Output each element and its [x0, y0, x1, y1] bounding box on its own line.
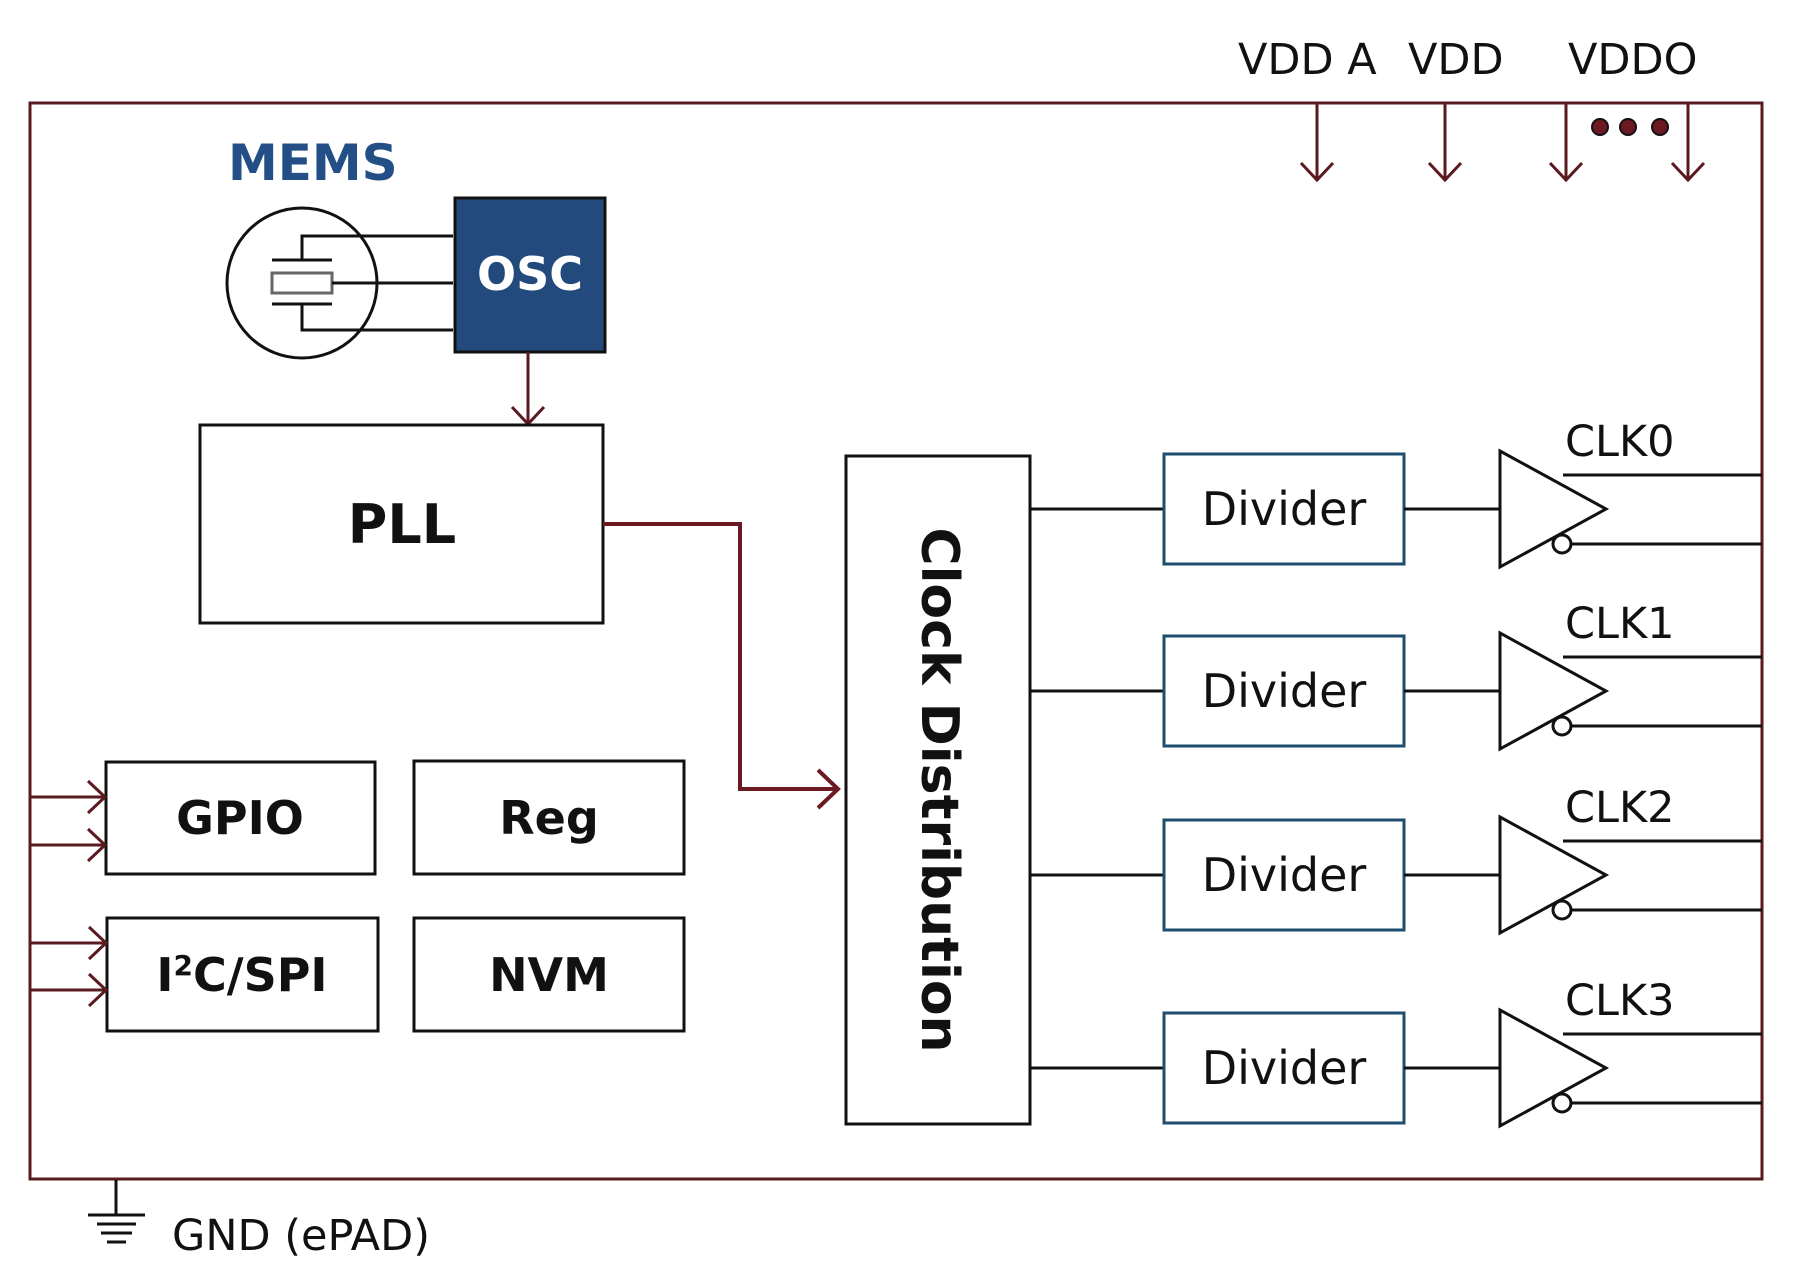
- mems-resonator-icon: [225, 206, 453, 360]
- power-label-vdda: VDD A: [1238, 35, 1377, 85]
- gpio-label: GPIO: [176, 791, 304, 845]
- i2c-prefix: I: [156, 948, 173, 1002]
- clk-label: CLK2: [1565, 783, 1675, 833]
- osc-block: [453, 196, 607, 354]
- nvm-block: [412, 916, 686, 1033]
- power-arrows: [1299, 103, 1706, 183]
- output-row: Divider CLK1: [1030, 599, 1762, 752]
- differential-buffer-icon: [1498, 630, 1610, 752]
- output-rows: DividerCLK0DividerCLK1DividerCLK2Divider…: [1030, 417, 1762, 1129]
- divider-block: [1162, 634, 1406, 748]
- clock-distribution-block: [844, 454, 1032, 1126]
- divider-label: Divider: [1202, 1041, 1367, 1095]
- differential-buffer-icon: [1498, 814, 1610, 936]
- clk-label: CLK0: [1565, 417, 1675, 467]
- inversion-bubble-icon: [1551, 1092, 1573, 1114]
- i2c-spi-block: [105, 916, 380, 1033]
- inversion-bubble-icon: [1551, 533, 1573, 555]
- power-arrow-vddo-n-icon: [1670, 103, 1706, 183]
- power-arrow-vdd-icon: [1427, 103, 1463, 183]
- osc-label: OSC: [477, 247, 583, 301]
- gpio-block: [104, 760, 377, 876]
- ground-label: GND (ePAD): [172, 1211, 430, 1261]
- chip-boundary: [28, 101, 1764, 1181]
- pll-output-path: [603, 522, 841, 810]
- clk-label: CLK3: [1565, 976, 1675, 1026]
- control-input-arrows: [30, 779, 109, 1008]
- inversion-bubble-icon: [1551, 899, 1573, 921]
- ground-icon: [88, 1180, 145, 1244]
- gpio-input-arrow-icon: [30, 827, 108, 863]
- reg-block: [412, 759, 686, 876]
- ellipsis-icon: [1591, 118, 1669, 136]
- osc-to-pll-arrow: [510, 352, 546, 427]
- nvm-label: NVM: [489, 948, 609, 1002]
- i2c-spi-label: I2C/SPI: [156, 948, 327, 1002]
- power-label-vddo: VDDO: [1568, 35, 1697, 85]
- differential-buffer-icon: [1498, 1007, 1610, 1129]
- output-row: Divider CLK2: [1030, 783, 1762, 936]
- power-label-vdd: VDD: [1408, 35, 1504, 85]
- pll-block: [198, 423, 605, 625]
- mems-label: MEMS: [228, 134, 398, 192]
- clk-label: CLK1: [1565, 599, 1675, 649]
- i2c-input-arrow-icon: [30, 925, 109, 961]
- i2c-suffix: C/SPI: [193, 948, 328, 1002]
- gpio-input-arrow-icon: [30, 779, 108, 815]
- i2c-superscript: 2: [174, 949, 193, 982]
- pll-label: PLL: [348, 493, 456, 556]
- output-row: Divider CLK3: [1030, 976, 1762, 1129]
- divider-label: Divider: [1202, 664, 1367, 718]
- power-arrow-vddo-icon: [1548, 103, 1584, 183]
- divider-block: [1162, 1011, 1406, 1125]
- clock-distribution-label: Clock Distribution: [909, 527, 969, 1052]
- i2c-input-arrow-icon: [30, 972, 109, 1008]
- power-arrow-vdda-icon: [1299, 103, 1335, 183]
- output-row: Divider CLK0: [1030, 417, 1762, 570]
- divider-label: Divider: [1202, 482, 1367, 536]
- divider-block: [1162, 452, 1406, 566]
- inversion-bubble-icon: [1551, 715, 1573, 737]
- reg-label: Reg: [499, 791, 599, 845]
- differential-buffer-icon: [1498, 448, 1610, 570]
- divider-label: Divider: [1202, 848, 1367, 902]
